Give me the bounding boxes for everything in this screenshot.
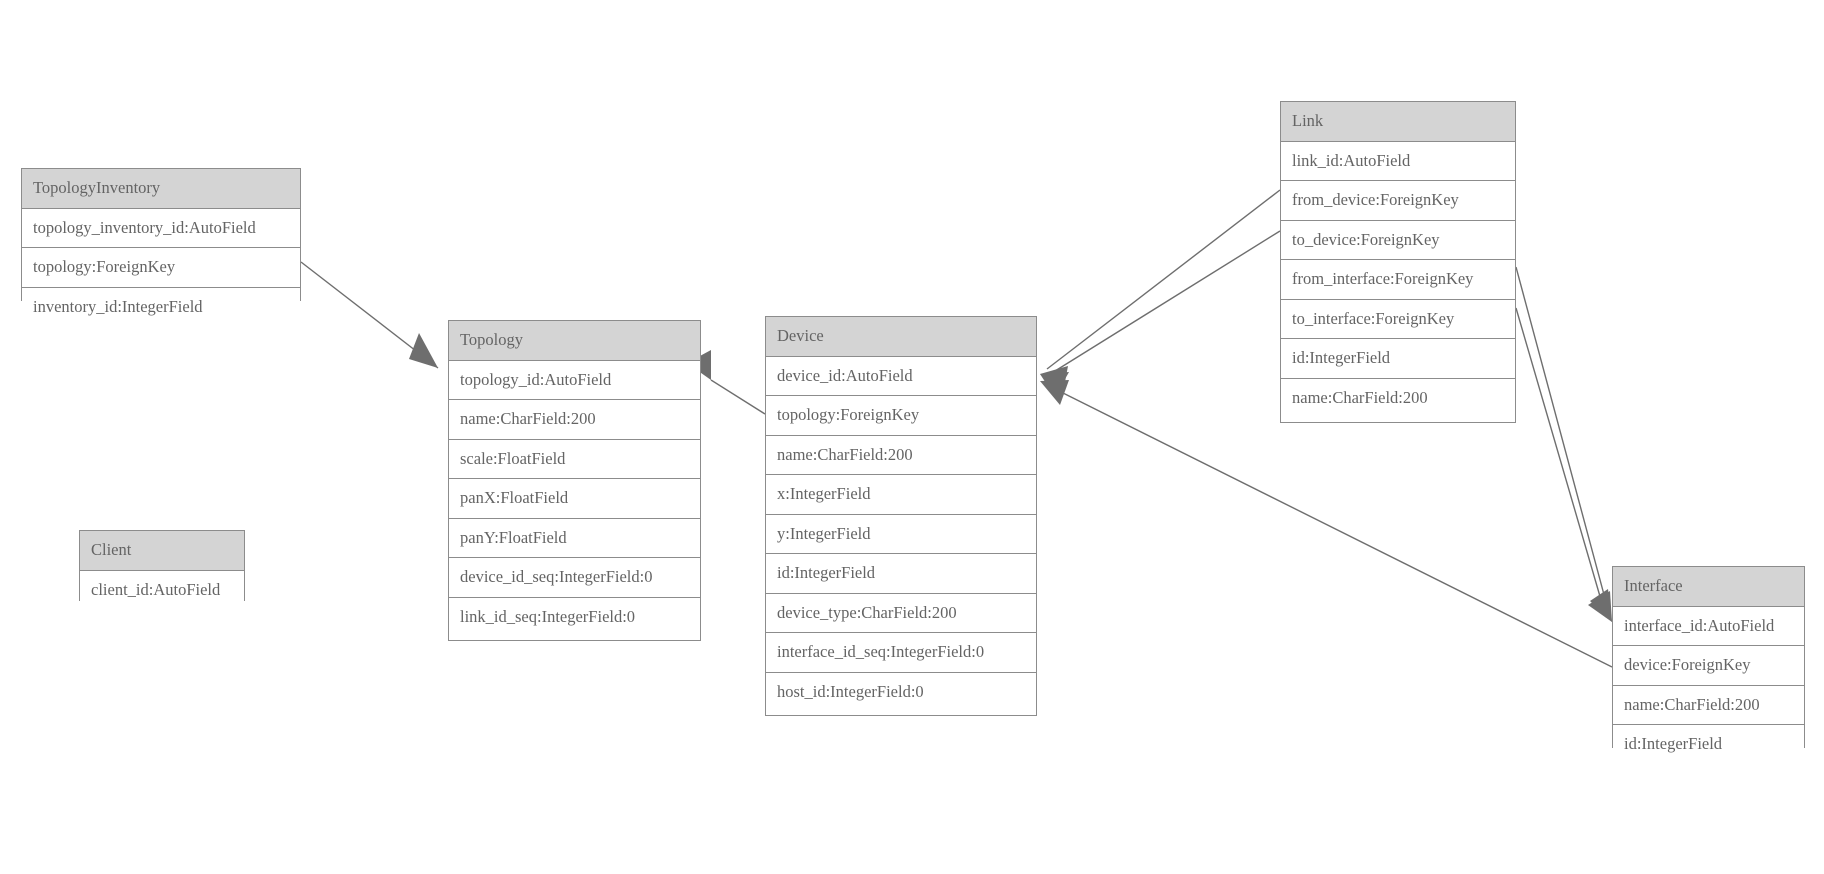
edge-interface-device-device — [1040, 380, 1613, 668]
field-row[interactable]: topology:ForeignKey — [22, 248, 300, 288]
edge-arrowhead — [1590, 589, 1612, 622]
edge-line — [710, 379, 766, 415]
edge-arrowhead — [1040, 366, 1068, 393]
entity-fields-client: client_id:AutoField — [80, 570, 244, 609]
field-row[interactable]: name:CharField:200 — [766, 435, 1036, 475]
entity-title-topologyinventory: TopologyInventory — [22, 169, 300, 209]
edge-arrowhead — [1040, 380, 1069, 405]
field-row[interactable]: id:IntegerField — [1281, 339, 1515, 379]
field-row[interactable]: link_id_seq:IntegerField:0 — [449, 597, 700, 636]
edge-topologyinventory-topology — [300, 261, 439, 369]
field-row[interactable]: client_id:AutoField — [80, 570, 244, 609]
field-row[interactable]: panY:FloatField — [449, 518, 700, 558]
edge-link-todevice-device — [1040, 230, 1281, 397]
field-row[interactable]: panX:FloatField — [449, 479, 700, 519]
field-row[interactable]: from_interface:ForeignKey — [1281, 260, 1515, 300]
edge-link-frominterface-interface — [1515, 266, 1612, 622]
field-row[interactable]: device:ForeignKey — [1613, 646, 1804, 686]
edge-arrowhead — [1040, 372, 1069, 397]
field-row[interactable]: to_interface:ForeignKey — [1281, 299, 1515, 339]
field-row[interactable]: device_id_seq:IntegerField:0 — [449, 558, 700, 598]
field-row[interactable]: inventory_id:IntegerField — [22, 287, 300, 326]
entity-title-client: Client — [80, 531, 244, 571]
field-row[interactable]: topology_inventory_id:AutoField — [22, 208, 300, 248]
field-row[interactable]: id:IntegerField — [766, 554, 1036, 594]
field-row[interactable]: scale:FloatField — [449, 439, 700, 479]
edge-link-tointerface-interface — [1515, 307, 1612, 622]
field-row[interactable]: name:CharField:200 — [1613, 685, 1804, 725]
field-row[interactable]: to_device:ForeignKey — [1281, 220, 1515, 260]
edge-line — [1046, 189, 1281, 370]
field-row[interactable]: interface_id:AutoField — [1613, 606, 1804, 646]
field-row[interactable]: link_id:AutoField — [1281, 141, 1515, 181]
edge-line — [300, 261, 439, 369]
edge-arrowhead — [1588, 591, 1612, 622]
field-row[interactable]: name:CharField:200 — [1281, 378, 1515, 417]
field-row[interactable]: host_id:IntegerField:0 — [766, 672, 1036, 711]
field-row[interactable]: device_type:CharField:200 — [766, 593, 1036, 633]
edge-arrowhead — [409, 333, 438, 368]
field-row[interactable]: topology:ForeignKey — [766, 396, 1036, 436]
edge-line — [1515, 307, 1607, 618]
entity-title-link: Link — [1281, 102, 1515, 142]
edge-line — [1046, 230, 1281, 377]
edge-link-fromdevice-device — [1040, 189, 1281, 393]
field-row[interactable]: from_device:ForeignKey — [1281, 181, 1515, 221]
entity-title-device: Device — [766, 317, 1036, 357]
field-row[interactable]: x:IntegerField — [766, 475, 1036, 515]
field-row[interactable]: topology_id:AutoField — [449, 360, 700, 400]
edge-line — [1515, 266, 1611, 618]
entity-title-interface: Interface — [1613, 567, 1804, 607]
field-row[interactable]: device_id:AutoField — [766, 356, 1036, 396]
field-row[interactable]: id:IntegerField — [1613, 725, 1804, 764]
field-row[interactable]: y:IntegerField — [766, 514, 1036, 554]
field-row[interactable]: name:CharField:200 — [449, 400, 700, 440]
edge-line — [1044, 383, 1613, 668]
field-row[interactable]: interface_id_seq:IntegerField:0 — [766, 633, 1036, 673]
entity-title-topology: Topology — [449, 321, 700, 361]
